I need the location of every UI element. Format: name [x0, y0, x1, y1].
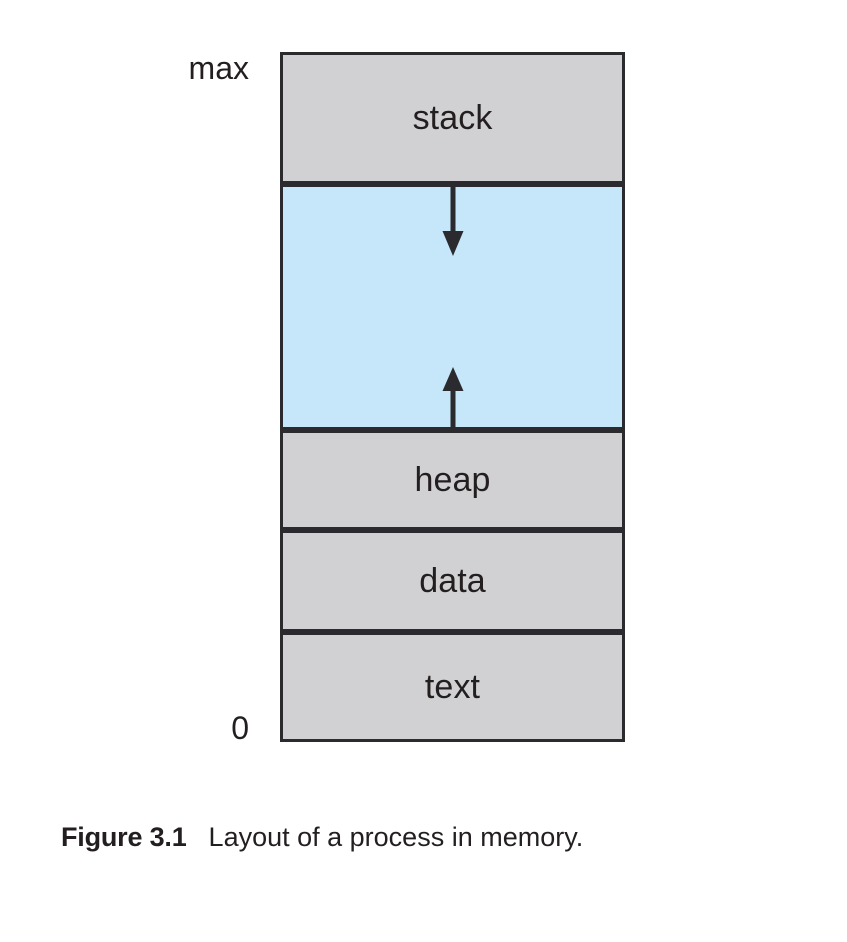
arrow-down-icon	[441, 187, 465, 257]
figure-caption-text: Layout of a process in memory.	[208, 822, 584, 852]
memory-address-space-column: stack heap data text	[280, 52, 625, 742]
address-label-max: max	[188, 50, 249, 86]
memory-segment-free-space	[280, 184, 625, 430]
figure-caption: Figure 3.1 Layout of a process in memory.	[61, 822, 801, 853]
memory-segment-data-label: data	[419, 562, 486, 600]
memory-segment-text: text	[280, 632, 625, 742]
memory-segment-heap: heap	[280, 430, 625, 530]
memory-segment-stack: stack	[280, 52, 625, 184]
figure-caption-number: Figure 3.1	[61, 822, 187, 852]
arrow-up-icon	[441, 367, 465, 427]
memory-segment-heap-label: heap	[414, 461, 491, 499]
memory-segment-data: data	[280, 530, 625, 632]
memory-segment-text-label: text	[424, 668, 481, 706]
address-label-zero: 0	[231, 710, 249, 746]
memory-segment-stack-label: stack	[412, 99, 493, 137]
